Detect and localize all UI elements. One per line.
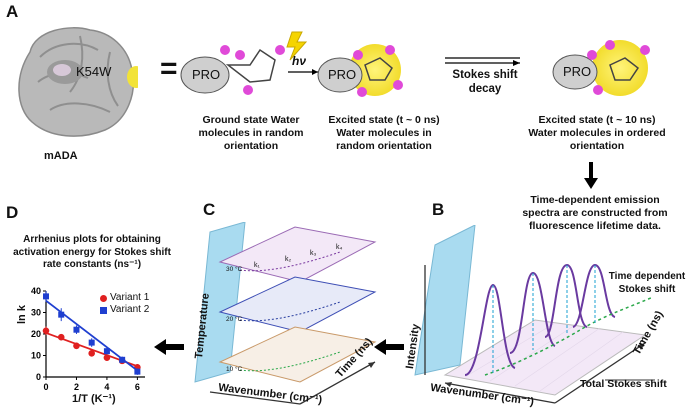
pro-label-excited0: PRO (328, 67, 357, 82)
y-tick-label: 40 (31, 286, 41, 296)
decay-label: Stokes shift decay (452, 69, 518, 96)
excited10-label: Excited state (t ~ 10 ns) Water molecule… (528, 114, 666, 153)
x-tick-label: 4 (104, 382, 109, 392)
x-tick-label: 6 (135, 382, 140, 392)
hv-label: hν (292, 54, 307, 68)
data-point-variant-2 (58, 311, 65, 318)
data-point-variant-1 (73, 342, 80, 350)
equals-sign: = (160, 52, 178, 85)
data-point-variant-1 (57, 333, 65, 341)
data-point-variant-1 (42, 327, 50, 335)
panel-c-letter: C (203, 200, 216, 219)
time-dependent-label: Time dependent Stokes shift (608, 271, 686, 295)
panel-d-xlabel: 1/T (K⁻¹) (72, 393, 116, 405)
y-tick-label: 0 (36, 372, 41, 382)
y-tick-label: 10 (31, 351, 41, 361)
protein-surface-image (18, 27, 138, 137)
pro-label-ground: PRO (192, 67, 221, 82)
panel-c-k3: k₃ (310, 250, 317, 257)
y-tick-label: 30 (31, 308, 41, 318)
panel-c-k4: k₄ (336, 244, 343, 251)
legend-variant-2: Variant 2 (110, 304, 150, 315)
panel-b-letter: B (432, 200, 445, 219)
legend-variant-1: Variant 1 (110, 292, 150, 303)
lightning-icon (286, 31, 308, 61)
panel-c-k1: k₁ (254, 262, 260, 269)
data-point-variant-2 (103, 348, 110, 355)
data-point-variant-2 (73, 326, 80, 333)
panel-a-letter: A (6, 2, 19, 21)
data-point-variant-1 (88, 350, 95, 357)
data-point-variant-2 (134, 368, 141, 375)
ground-state-molecule (180, 45, 285, 95)
data-point-variant-2 (119, 356, 126, 363)
panel-d-ylabel: ln k (16, 305, 28, 324)
excited-state-0-molecule (317, 44, 403, 97)
solvation-schematic (180, 31, 650, 97)
spectra-text: Time-dependent emission spectra are cons… (522, 194, 668, 233)
panel-c-temp-20: 20 °C (226, 316, 243, 323)
legend-marker-2 (100, 307, 107, 314)
panel-c-k2: k₂ (285, 256, 292, 263)
panel-d-title: Arrhenius plots for obtaining activation… (13, 234, 171, 270)
panel-c-3d-planes (194, 222, 377, 405)
ground-state-label: Ground state Water molecules in random o… (198, 114, 304, 153)
x-tick-label: 2 (74, 382, 79, 392)
data-point-variant-2 (88, 339, 95, 346)
y-tick-label: 20 (31, 329, 41, 339)
panel-c-temp-10: 10 °C (226, 366, 243, 373)
data-point-variant-1 (103, 354, 111, 361)
residue-label: K54W (76, 64, 112, 79)
legend-marker-1 (100, 295, 107, 302)
panel-c-temp-30: 30 °C (226, 266, 243, 273)
pro-label-excited10: PRO (563, 64, 592, 79)
panel-d-letter: D (6, 203, 19, 222)
panel-b-3d-spectra (414, 225, 655, 404)
arrow-b-to-c (374, 339, 404, 355)
arrow-c-to-d (154, 339, 184, 355)
down-arrow (584, 162, 598, 189)
total-shift-label: Total Stokes shift (580, 378, 667, 390)
excited-state-10-molecule (552, 40, 650, 96)
protein-name: mADA (44, 150, 78, 162)
data-point-variant-2 (43, 293, 49, 300)
excited0-label: Excited state (t ~ 0 ns) Water molecules… (328, 114, 440, 153)
x-tick-label: 0 (43, 382, 48, 392)
arrhenius-plot: 0 2 4 6 0 10 20 30 40 (31, 286, 145, 392)
